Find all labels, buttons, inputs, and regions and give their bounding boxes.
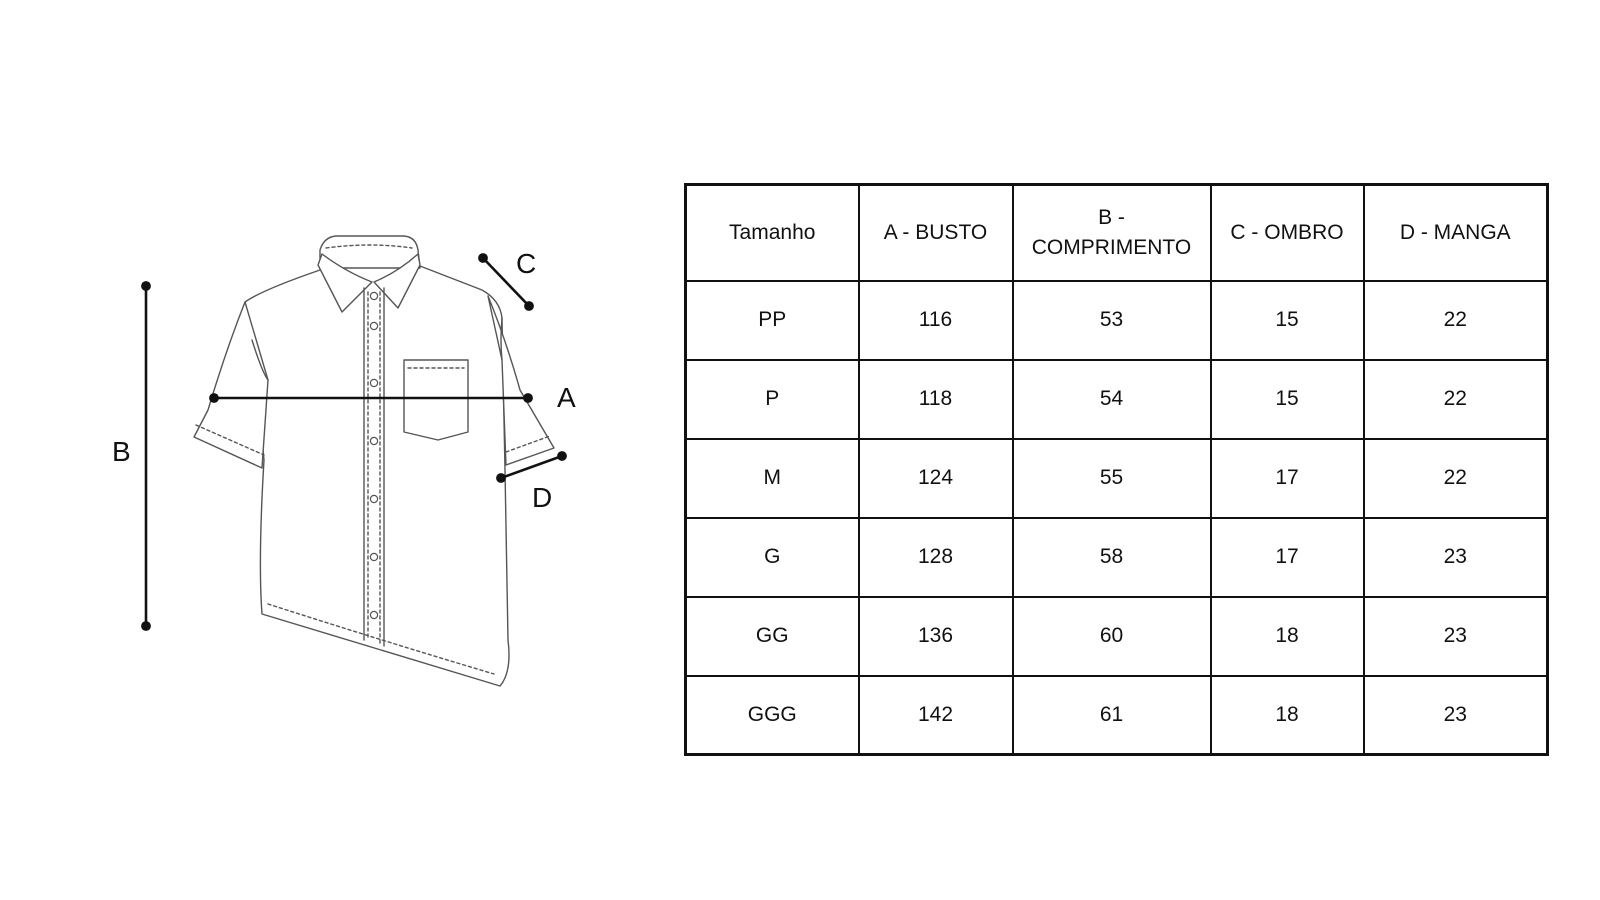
shirt-button [369, 436, 379, 446]
measure-line-c [481, 256, 531, 308]
cell-sleeve: 22 [1362, 358, 1549, 440]
measure-endpoint [496, 473, 506, 483]
cell-size: M [684, 437, 860, 519]
label-b: B [112, 436, 131, 467]
chest-pocket [403, 359, 469, 441]
collar-band [319, 235, 421, 269]
measure-endpoint [478, 253, 488, 263]
left-sleeve-outline [193, 301, 269, 469]
cell-length: 55 [1011, 437, 1212, 519]
measure-endpoint [557, 451, 567, 461]
cell-bust: 124 [857, 437, 1014, 519]
cell-sleeve: 23 [1362, 516, 1549, 598]
cell-sleeve: 22 [1362, 279, 1549, 361]
header-sleeve: D - MANGA [1362, 183, 1549, 282]
button-placket [363, 287, 385, 647]
cell-shoulder: 17 [1209, 437, 1365, 519]
cell-sleeve: 23 [1362, 595, 1549, 677]
cell-sleeve: 23 [1362, 674, 1549, 756]
shirt-button [369, 291, 379, 301]
hem-stitch [267, 603, 495, 675]
cell-size: GGG [684, 674, 860, 756]
cell-bust: 116 [857, 279, 1014, 361]
shirt-button [369, 610, 379, 620]
cell-bust: 142 [857, 674, 1014, 756]
cell-size: GG [684, 595, 860, 677]
collar-right [373, 253, 421, 309]
left-cuff-stitch [195, 424, 265, 456]
measure-endpoint [141, 621, 151, 631]
cell-bust: 136 [857, 595, 1014, 677]
shirt-button [369, 378, 379, 388]
right-cuff-stitch [505, 435, 551, 453]
cell-size: PP [684, 279, 860, 361]
shirt-button [369, 321, 379, 331]
cell-shoulder: 15 [1209, 279, 1365, 361]
table-row: GGG 142 61 18 23 [684, 674, 1549, 756]
cell-shoulder: 15 [1209, 358, 1365, 440]
cell-length: 61 [1011, 674, 1212, 756]
cell-size: P [684, 358, 860, 440]
shirt-measurement-diagram: A B C D [0, 0, 640, 900]
header-shoulder: C - OMBRO [1209, 183, 1365, 282]
label-c: C [516, 248, 537, 279]
cell-length: 58 [1011, 516, 1212, 598]
measure-endpoint [524, 301, 534, 311]
table-row: P 118 54 15 22 [684, 358, 1549, 440]
label-a: A [557, 382, 576, 413]
measure-line-d [499, 454, 564, 480]
table-row: G 128 58 17 23 [684, 516, 1549, 598]
shirt-body-outline [244, 265, 510, 687]
measure-endpoint [523, 393, 533, 403]
table-row: PP 116 53 15 22 [684, 279, 1549, 361]
cell-bust: 128 [857, 516, 1014, 598]
cell-length: 53 [1011, 279, 1212, 361]
shirt-button [369, 552, 379, 562]
size-chart-table: Tamanho A - BUSTO B - COMPRIMENTO C - OM… [684, 183, 1549, 756]
right-sleeve-outline [487, 295, 555, 466]
collar-left [317, 253, 373, 313]
label-d: D [532, 482, 553, 513]
measure-endpoint [209, 393, 219, 403]
table-row: M 124 55 17 22 [684, 437, 1549, 519]
header-size: Tamanho [684, 183, 860, 282]
cell-shoulder: 18 [1209, 595, 1365, 677]
cell-shoulder: 18 [1209, 674, 1365, 756]
cell-bust: 118 [857, 358, 1014, 440]
shirt-illustration [141, 235, 567, 687]
table-row: GG 136 60 18 23 [684, 595, 1549, 677]
measure-endpoint [141, 281, 151, 291]
cell-shoulder: 17 [1209, 516, 1365, 598]
table-header-row: Tamanho A - BUSTO B - COMPRIMENTO C - OM… [684, 183, 1549, 282]
cell-sleeve: 22 [1362, 437, 1549, 519]
shirt-button [369, 494, 379, 504]
header-length: B - COMPRIMENTO [1011, 183, 1212, 282]
cell-size: G [684, 516, 860, 598]
cell-length: 60 [1011, 595, 1212, 677]
cell-length: 54 [1011, 358, 1212, 440]
header-bust: A - BUSTO [857, 183, 1014, 282]
